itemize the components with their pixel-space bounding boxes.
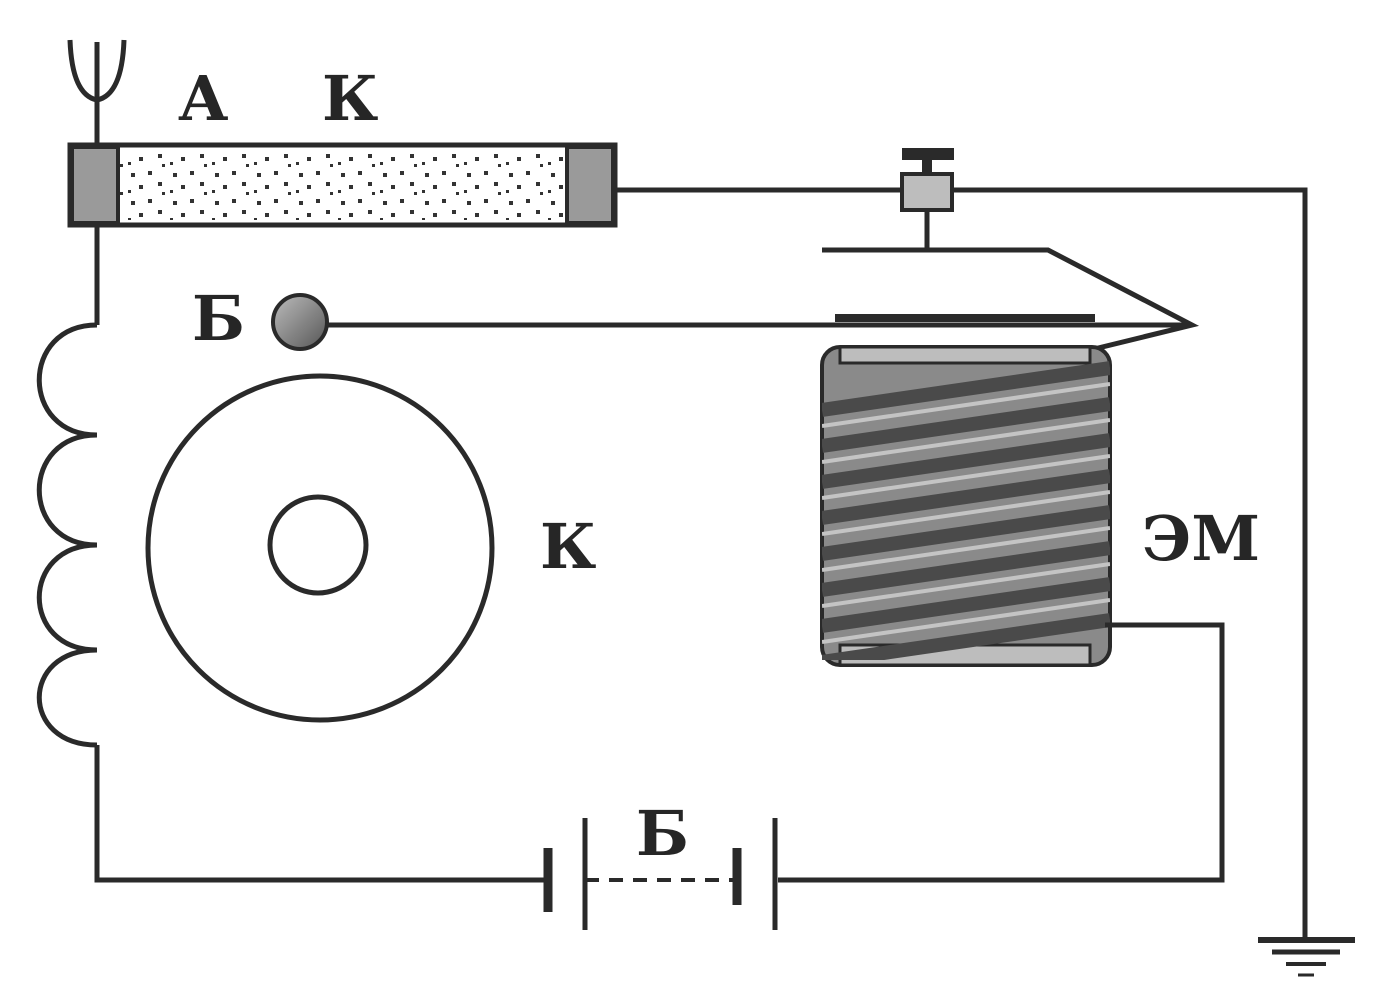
armature-lever — [315, 247, 1200, 353]
label-coherer: К — [322, 62, 378, 135]
coherer — [67, 142, 618, 228]
label-electromagnet: ЭМ — [1142, 502, 1260, 575]
flat-coil — [145, 373, 495, 723]
electromagnet — [820, 345, 1112, 667]
bell-ball — [271, 293, 329, 351]
antenna-symbol — [67, 39, 127, 145]
label-coil: К — [540, 510, 596, 583]
contact-screw — [900, 148, 954, 248]
label-battery: Б — [636, 797, 689, 870]
electromagnet-wire — [778, 622, 1225, 883]
inductance-coil — [36, 225, 548, 883]
label-bell: Б — [192, 282, 245, 355]
ground-symbol — [1258, 937, 1355, 977]
ground-line — [615, 187, 1308, 940]
battery-symbol — [543, 818, 778, 930]
label-antenna: А — [178, 62, 229, 135]
